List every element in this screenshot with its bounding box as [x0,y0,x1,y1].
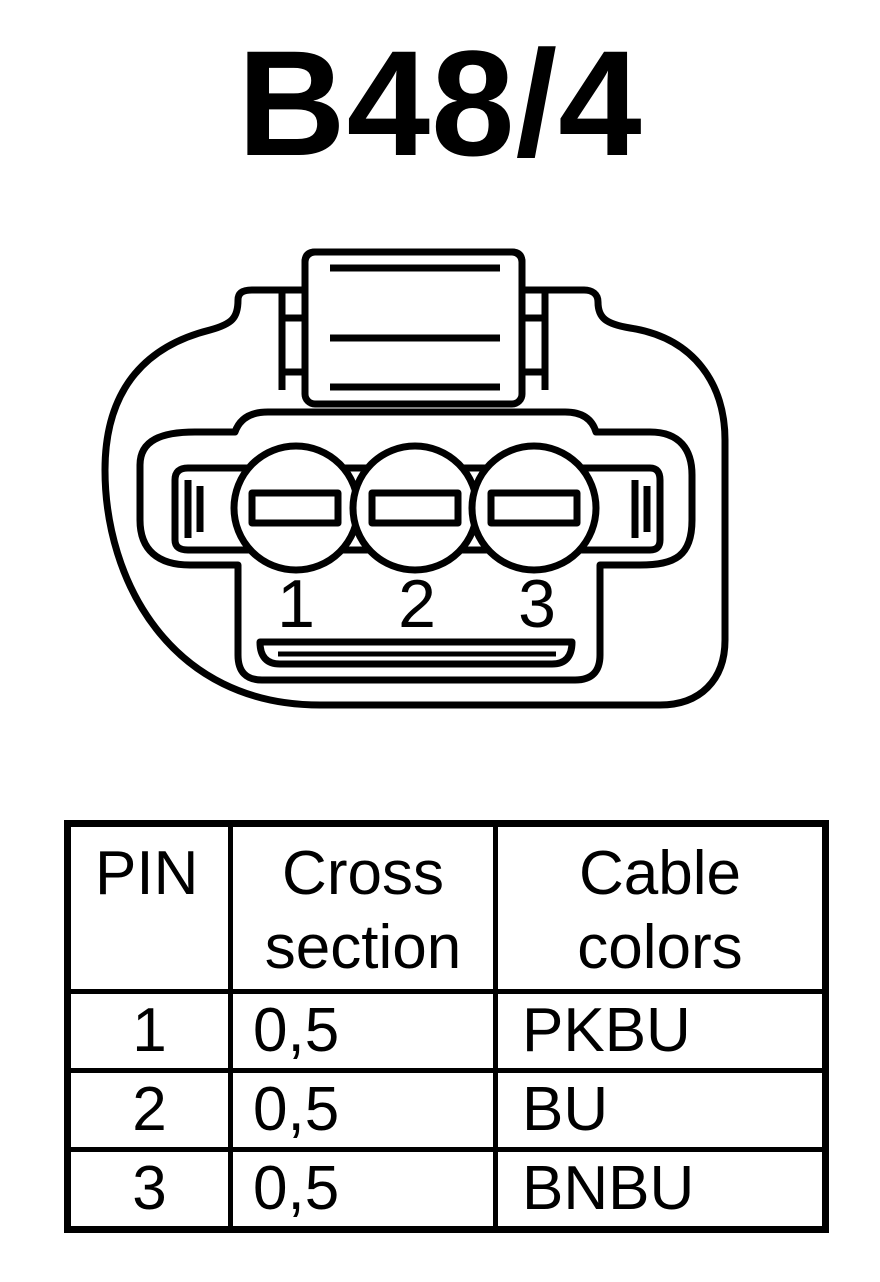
terminal-carrier [171,464,664,554]
table-header-row: PIN Cross section Cable colors [65,821,828,994]
latch-tab-right [522,292,549,390]
connector-drawing: 1 2 3 [101,248,729,709]
header-cable-colors: Cable colors [493,821,828,994]
pin-cell: 3 [65,1147,233,1232]
inner-frame [136,408,696,684]
key-slot [256,638,576,668]
cable-color-cell: BU [493,1068,828,1152]
pin-label-1: 1 [277,566,315,642]
table-row: 2 0,5 BU [65,1068,828,1152]
latch-tab-left [278,292,305,390]
connector-title: B48/4 [237,19,643,187]
pin-assignment-table: PIN Cross section Cable colors 1 0,5 PKB… [64,820,829,1233]
pin-cell: 1 [65,989,233,1073]
cable-color-cell: PKBU [493,989,828,1073]
latch-block [301,248,526,408]
pin-label-2: 2 [398,566,436,642]
header-cross-section: Cross section [228,821,498,994]
table-row: 3 0,5 BNBU [65,1147,828,1232]
cable-color-cell: BNBU [493,1147,828,1232]
pin-label-3: 3 [518,566,556,642]
pin-cavity-2 [349,442,481,574]
table-row: 1 0,5 PKBU [65,989,828,1073]
pin-cavity-3 [468,442,600,574]
cross-section-cell: 0,5 [228,989,498,1073]
cross-section-cell: 0,5 [228,1147,498,1232]
header-pin: PIN [65,821,233,994]
cross-section-cell: 0,5 [228,1068,498,1152]
pin-cell: 2 [65,1068,233,1152]
pin-cavity-1 [230,442,362,574]
